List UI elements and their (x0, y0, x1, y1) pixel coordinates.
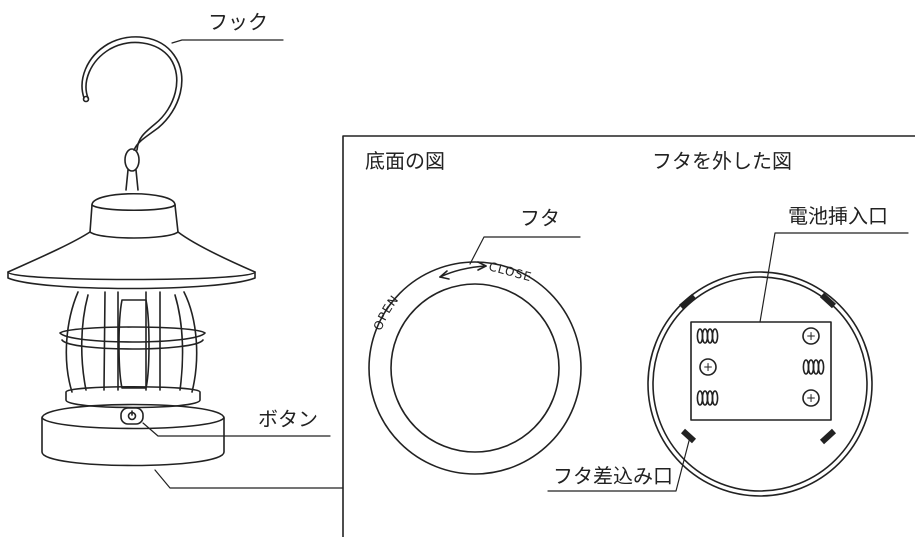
button-label: ボタン (258, 407, 318, 431)
bottom-view-title: 底面の図 (365, 149, 445, 173)
power-button (120, 407, 144, 425)
lantern-illustration (7, 36, 256, 467)
battery-spring (802, 359, 825, 375)
cover-slot-label: フタ差込み口 (553, 464, 673, 488)
bottom-cover-view (368, 261, 582, 475)
battery-spring (696, 328, 719, 344)
plus-symbol: + (703, 360, 713, 374)
leader-lines (142, 39, 909, 492)
battery-slot-label: 電池挿入口 (788, 204, 888, 228)
globe-cage (65, 291, 198, 393)
plus-symbol: + (806, 391, 816, 405)
top-cap (91, 193, 176, 206)
hook (81, 36, 183, 151)
svg-text:OPEN: OPEN (371, 292, 402, 332)
open-label: OPEN (371, 292, 401, 332)
cover-label: フタ (520, 206, 560, 230)
plus-symbol: + (806, 329, 816, 343)
battery-compartment-view (647, 271, 873, 497)
hook-ring (124, 148, 140, 172)
view-panel-frame (342, 135, 915, 537)
cover-removed-title: フタを外した図 (652, 149, 792, 173)
hook-label: フック (208, 10, 268, 34)
lamp-shade (7, 231, 256, 281)
close-label: CLOSE (487, 259, 533, 284)
battery-spring (696, 390, 719, 406)
